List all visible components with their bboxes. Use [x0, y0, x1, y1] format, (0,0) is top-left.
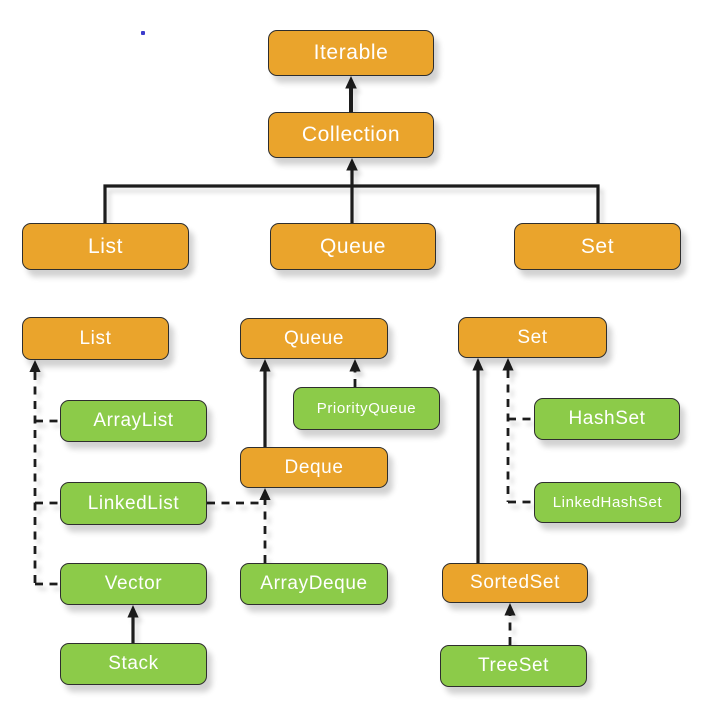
node-linkedlist: LinkedList	[60, 482, 207, 525]
node-queue-top: Queue	[270, 223, 436, 270]
node-vector: Vector	[60, 563, 207, 605]
edge-collection-iterable	[345, 76, 357, 112]
stray-dot	[141, 31, 145, 35]
edge-set-spine	[502, 358, 534, 504]
edge-treeset-sortedset	[504, 603, 516, 645]
node-linkedhashset: LinkedHashSet	[534, 482, 681, 523]
edge-stack-vector	[127, 605, 139, 643]
node-set: Set	[458, 317, 607, 358]
node-hashset: HashSet	[534, 398, 680, 440]
node-list-top: List	[22, 223, 189, 270]
node-stack: Stack	[60, 643, 207, 685]
node-queue: Queue	[240, 318, 388, 359]
edge-deque-queue	[259, 359, 271, 447]
node-treeset: TreeSet	[440, 645, 587, 687]
node-set-top: Set	[514, 223, 681, 270]
node-collection: Collection	[268, 112, 434, 158]
edge-tree-connector	[103, 158, 600, 223]
node-arraydeque: ArrayDeque	[240, 563, 388, 605]
edge-priorityqueue-queue	[349, 359, 361, 387]
node-priorityqueue: PriorityQueue	[293, 387, 440, 430]
node-sortedset: SortedSet	[442, 563, 588, 603]
edge-list-spine	[29, 360, 60, 586]
node-list: List	[22, 317, 169, 360]
edge-arraydeque-deque	[259, 488, 271, 563]
node-deque: Deque	[240, 447, 388, 488]
edge-sortedset-set	[472, 358, 484, 563]
node-arraylist: ArrayList	[60, 400, 207, 442]
node-iterable: Iterable	[268, 30, 434, 76]
